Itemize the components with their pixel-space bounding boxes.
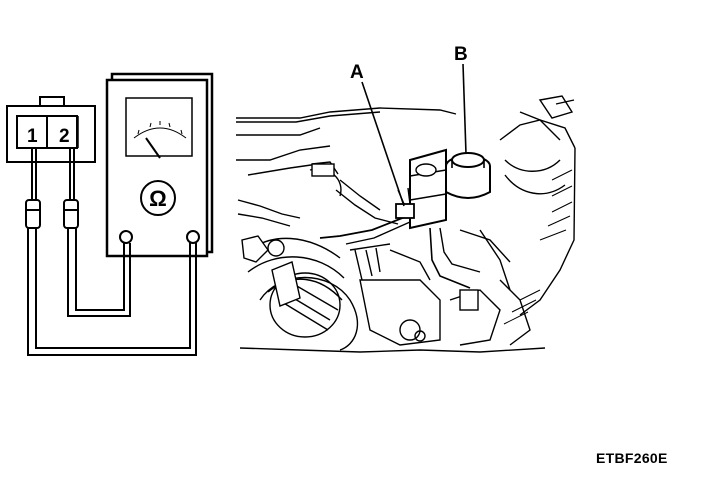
callout-b: B xyxy=(454,44,468,155)
ohmmeter xyxy=(105,72,214,258)
callout-a-leader xyxy=(361,81,405,207)
terminal-left xyxy=(119,230,133,244)
pin-2-label: 2 xyxy=(59,126,70,147)
callout-a: A xyxy=(350,62,405,207)
meter-needle xyxy=(145,137,161,159)
callout-b-leader xyxy=(462,63,467,155)
test-leads xyxy=(27,228,197,356)
test-probes xyxy=(25,148,79,229)
connector xyxy=(6,96,96,163)
terminal-right xyxy=(186,230,200,244)
engine-bay-illustration xyxy=(236,95,576,353)
callout-b-label: B xyxy=(454,44,468,65)
pin-1-label: 1 xyxy=(27,126,38,147)
figure-code: ETBF260E xyxy=(596,450,668,466)
callout-a-label: A xyxy=(350,62,364,83)
ohm-symbol: Ω xyxy=(149,186,167,211)
